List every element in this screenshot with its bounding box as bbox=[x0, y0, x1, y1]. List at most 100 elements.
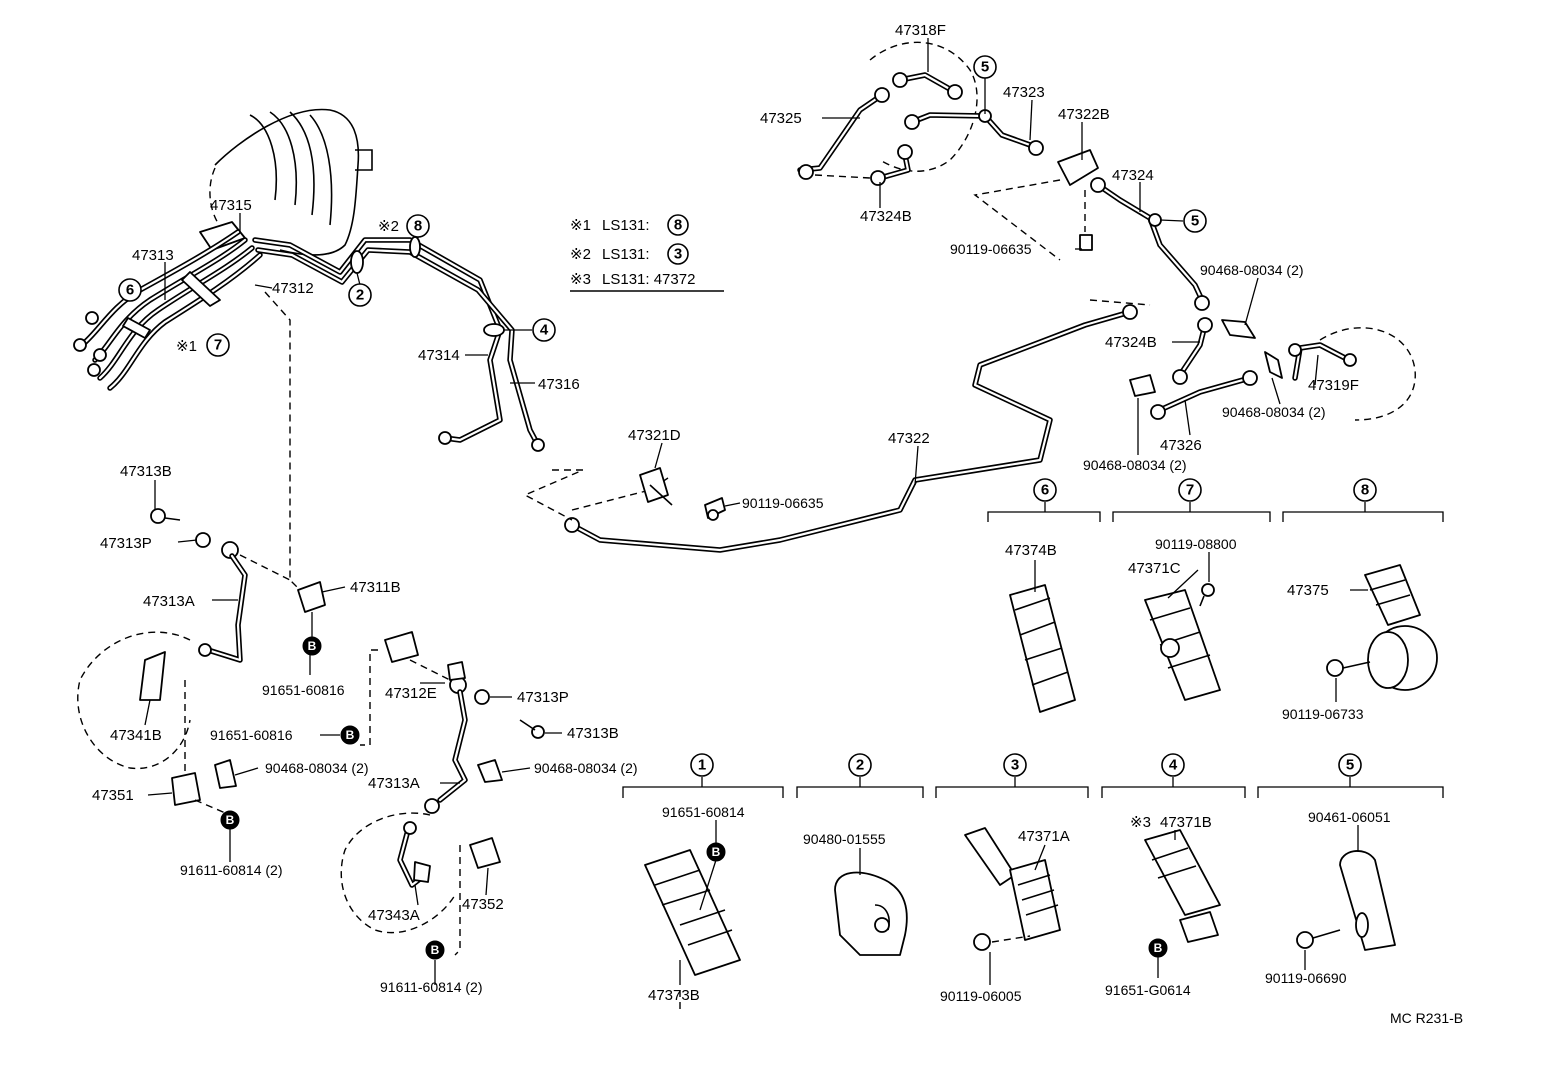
b-marker-5: B bbox=[706, 842, 726, 862]
part-90480-01555 bbox=[834, 871, 908, 956]
left-pipe-bundle bbox=[73, 229, 263, 391]
bracket-4 bbox=[1101, 786, 1246, 798]
label-90461-06051: 90461-06051 bbox=[1308, 809, 1391, 825]
label-47312: 47312 bbox=[272, 280, 314, 297]
label-47319F: 47319F bbox=[1308, 377, 1359, 394]
label-47371C: 47371C bbox=[1128, 560, 1181, 577]
label-90480-01555: 90480-01555 bbox=[803, 831, 886, 847]
svg-text:8: 8 bbox=[414, 218, 422, 235]
label-47315: 47315 bbox=[210, 197, 252, 214]
svg-text:5: 5 bbox=[981, 59, 989, 76]
callout-1-box: 1 bbox=[690, 753, 714, 777]
part-47373B bbox=[644, 849, 741, 1010]
label-47321D: 47321D bbox=[628, 427, 681, 444]
callout-6-left: 6 bbox=[118, 278, 142, 302]
bracket-5 bbox=[1257, 786, 1444, 798]
label-47343A: 47343A bbox=[368, 907, 420, 924]
bracket-6 bbox=[987, 511, 1101, 522]
svg-text:5: 5 bbox=[1191, 213, 1199, 230]
dashed-guide-b bbox=[571, 477, 669, 511]
label-47341B: 47341B bbox=[110, 727, 162, 744]
callout-5-mid: 5 bbox=[1159, 209, 1207, 233]
part-47375 bbox=[1326, 564, 1438, 691]
bracket-7 bbox=[1112, 511, 1271, 522]
part-labels: 47318F 47323 47325 47322B 47324 47324B 9… bbox=[92, 22, 1391, 1004]
label-47323: 47323 bbox=[1003, 84, 1045, 101]
part-47321D bbox=[639, 467, 726, 521]
bracket-8 bbox=[1282, 511, 1444, 522]
bracket-2 bbox=[796, 786, 924, 798]
callout-3-box: 3 bbox=[1003, 753, 1027, 777]
label-47312E: 47312E bbox=[385, 685, 437, 702]
label-47318F: 47318F bbox=[895, 22, 946, 39]
star3-marker: ※3 bbox=[1130, 814, 1151, 831]
label-47325: 47325 bbox=[760, 110, 802, 127]
callout-2-box: 2 bbox=[848, 753, 872, 777]
label-91611-60814-a: 91611-60814 (2) bbox=[180, 862, 282, 878]
callout-7-box: 7 bbox=[1178, 478, 1202, 502]
label-47375: 47375 bbox=[1287, 582, 1329, 599]
svg-text:1: 1 bbox=[698, 757, 706, 774]
b-marker-6: B bbox=[1148, 938, 1168, 958]
svg-text:LS131:: LS131: bbox=[602, 217, 650, 234]
label-47313A-b: 47313A bbox=[368, 775, 420, 792]
label-47322: 47322 bbox=[888, 430, 930, 447]
label-90468-08034-e: 90468-08034 (2) bbox=[534, 760, 638, 776]
label-47316: 47316 bbox=[538, 376, 580, 393]
label-47313P-a: 47313P bbox=[100, 535, 152, 552]
svg-text:B: B bbox=[712, 845, 721, 859]
label-90119-06635-a: 90119-06635 bbox=[950, 241, 1032, 257]
svg-text:3: 3 bbox=[1011, 757, 1019, 774]
left-rear-area bbox=[77, 508, 326, 816]
label-47352: 47352 bbox=[462, 896, 504, 913]
part-47371B bbox=[1144, 829, 1221, 943]
svg-text:6: 6 bbox=[126, 282, 134, 299]
front-right-area bbox=[797, 41, 1416, 421]
part-47374B bbox=[1009, 584, 1076, 713]
b-marker-1: B bbox=[302, 636, 322, 656]
center-rear-area bbox=[340, 631, 545, 956]
brake-booster bbox=[199, 108, 373, 256]
b-marker-2: B bbox=[340, 725, 360, 745]
svg-text:※1: ※1 bbox=[176, 338, 197, 355]
svg-text:7: 7 bbox=[1186, 482, 1194, 499]
label-90468-08034-b: 90468-08034 (2) bbox=[1222, 404, 1326, 420]
label-47324: 47324 bbox=[1112, 167, 1154, 184]
label-47313P-b: 47313P bbox=[517, 689, 569, 706]
notes-block: ※1 LS131: 8 ※2 LS131: 3 ※3 LS131: 47372 bbox=[570, 214, 724, 292]
callout-2-mid: 2 bbox=[348, 272, 372, 307]
label-91651-60816-b: 91651-60816 bbox=[210, 727, 293, 743]
callout-5-box: 5 bbox=[1338, 753, 1362, 777]
dashed-guide-a bbox=[523, 469, 584, 521]
svg-text:8: 8 bbox=[1361, 482, 1369, 499]
label-47371B: 47371B bbox=[1160, 814, 1212, 831]
svg-text:※3: ※3 bbox=[570, 271, 591, 288]
label-91611-60814-b: 91611-60814 (2) bbox=[380, 979, 482, 995]
svg-text:※1: ※1 bbox=[570, 217, 591, 234]
svg-text:B: B bbox=[308, 639, 317, 653]
label-47313A-a: 47313A bbox=[143, 593, 195, 610]
svg-text:6: 6 bbox=[1041, 482, 1049, 499]
callout-4-mid: 4 bbox=[504, 318, 556, 342]
callout-6-box: 6 bbox=[1033, 478, 1057, 502]
label-90468-08034-d: 90468-08034 (2) bbox=[265, 760, 369, 776]
label-47374B: 47374B bbox=[1005, 542, 1057, 559]
dashed-guide-c bbox=[264, 291, 301, 591]
part-47371C bbox=[1144, 583, 1221, 701]
callout-5-top: 5 bbox=[973, 55, 997, 114]
svg-text:LS131:: LS131: bbox=[602, 246, 650, 263]
pipe-47314 bbox=[252, 236, 545, 452]
label-47322B: 47322B bbox=[1058, 106, 1110, 123]
part-47371A bbox=[964, 827, 1061, 951]
svg-text:※2: ※2 bbox=[378, 218, 399, 235]
label-90119-06733: 90119-06733 bbox=[1282, 706, 1364, 722]
leader-lines bbox=[144, 38, 1368, 985]
label-47313B-b: 47313B bbox=[567, 725, 619, 742]
footer-code: MC R231-B bbox=[1390, 1010, 1463, 1026]
callout-7-left: 7 ※1 bbox=[176, 333, 230, 357]
svg-text:B: B bbox=[226, 813, 235, 827]
label-47351: 47351 bbox=[92, 787, 134, 804]
bracket-3 bbox=[935, 786, 1089, 798]
label-90119-08800: 90119-08800 bbox=[1155, 536, 1237, 552]
label-47326: 47326 bbox=[1160, 437, 1202, 454]
